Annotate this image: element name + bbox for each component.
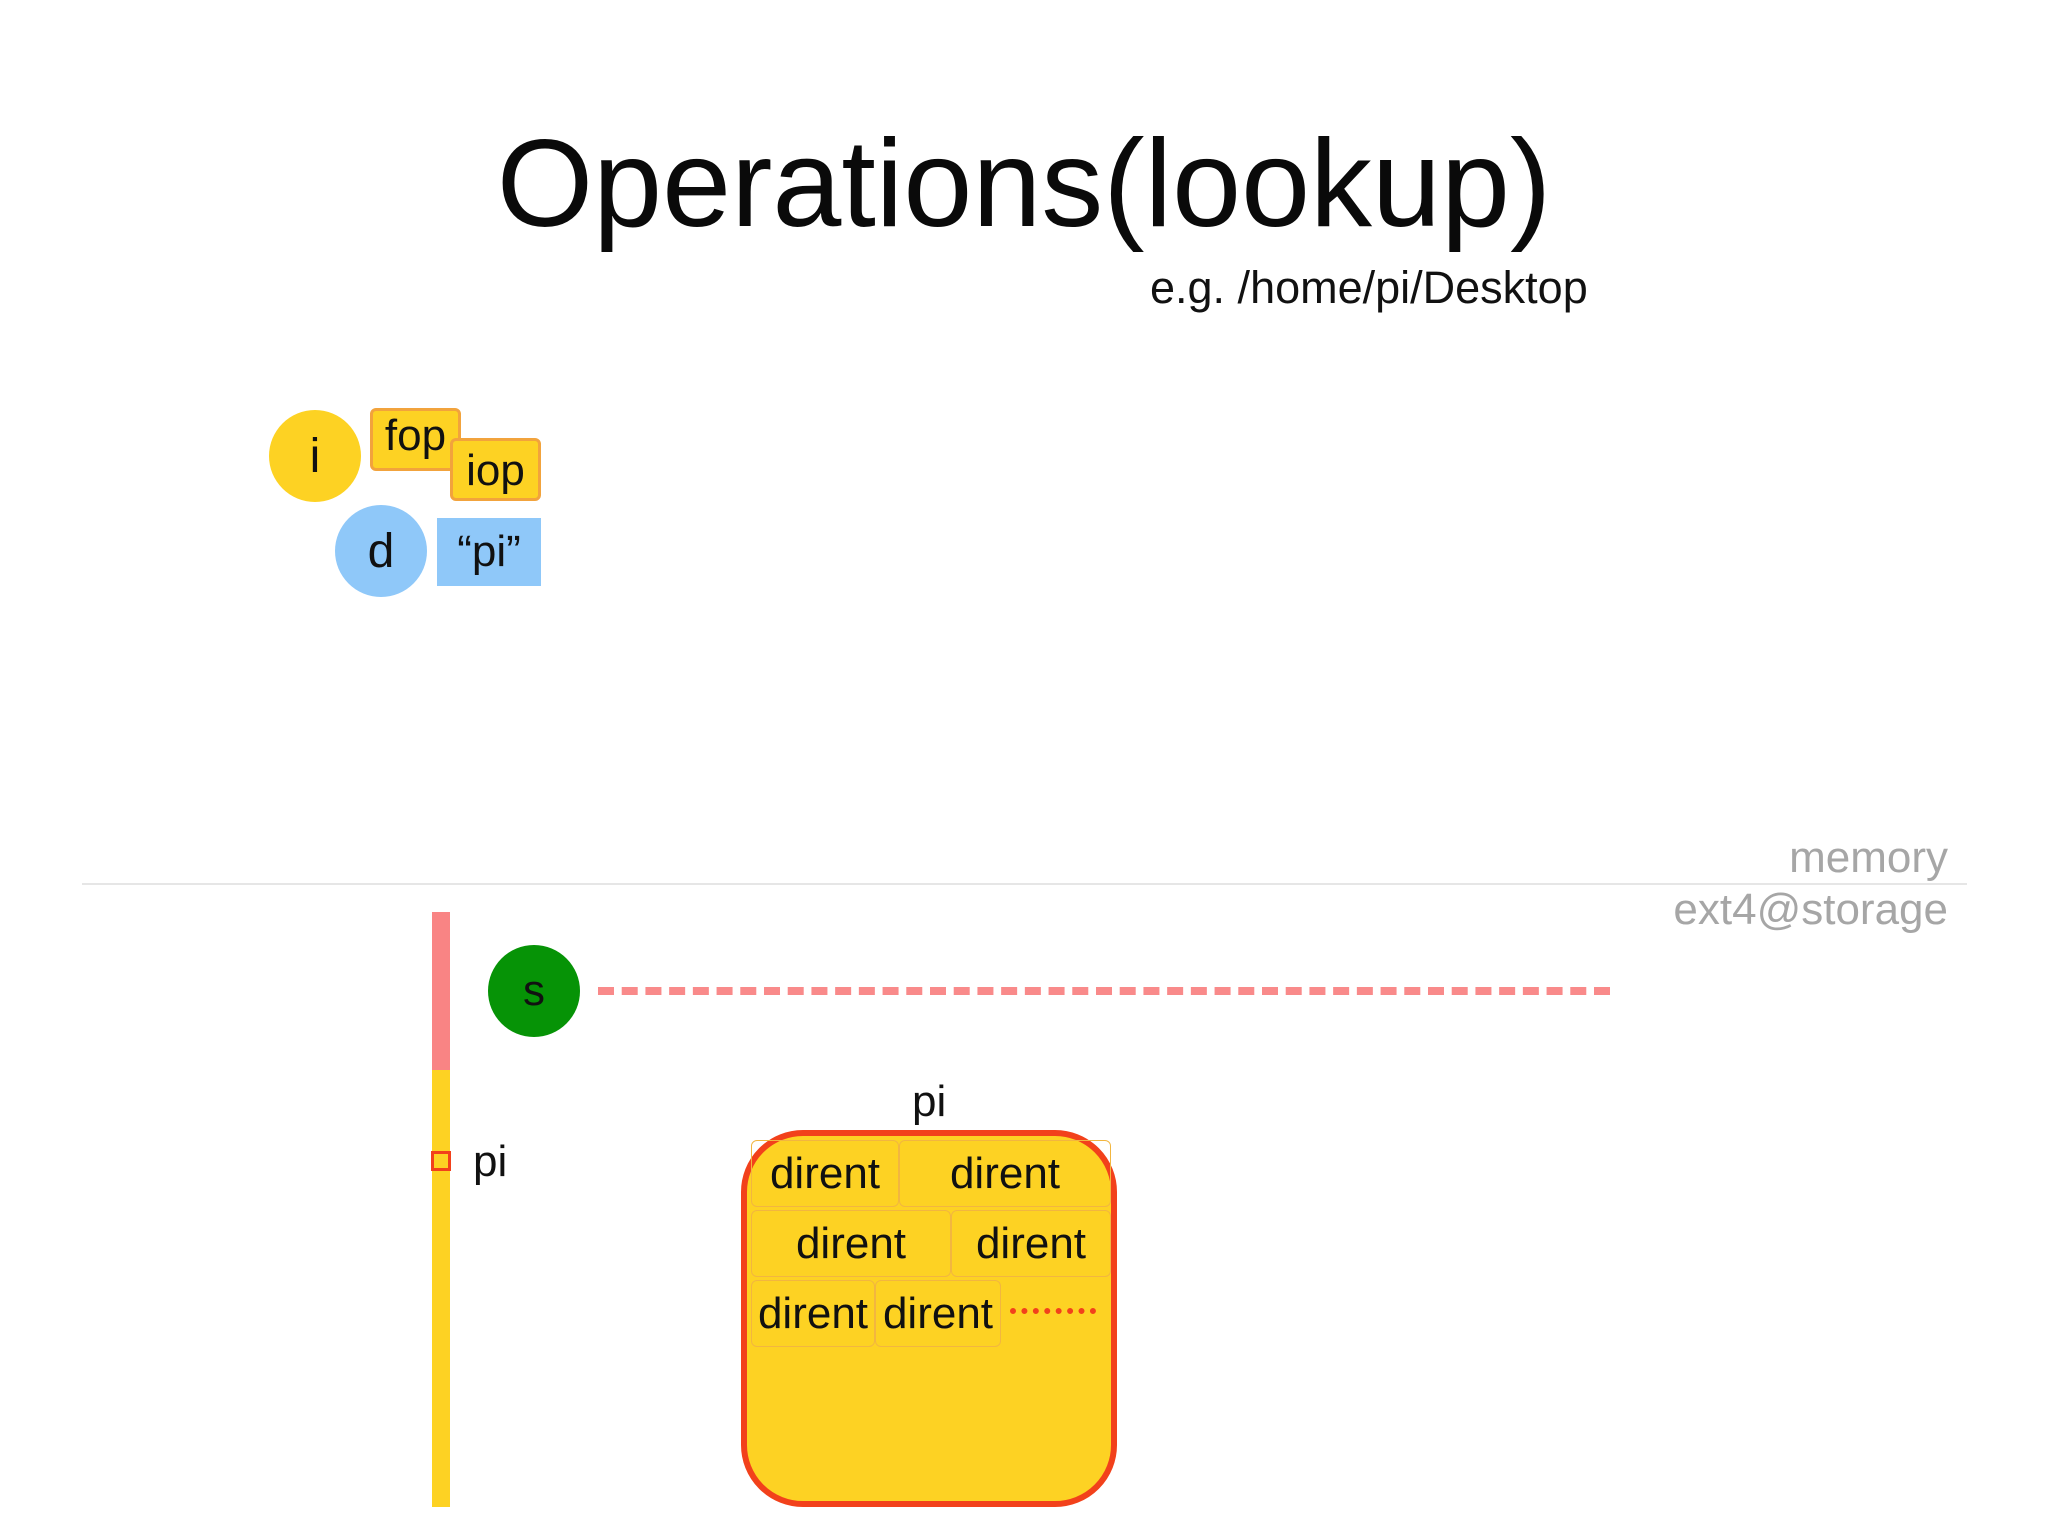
superblock-circle: s xyxy=(488,945,580,1037)
dirent-entry: dirent xyxy=(751,1210,951,1277)
slide-title: Operations(lookup) xyxy=(496,115,1552,253)
superblock-dashed-link xyxy=(598,987,1610,995)
inode-table-bar xyxy=(432,1070,450,1507)
inode-circle: i xyxy=(269,410,361,502)
dirent-entry: dirent xyxy=(951,1210,1111,1277)
dirent-entry: dirent xyxy=(899,1140,1111,1207)
pi-inode-marker xyxy=(431,1151,451,1171)
pi-inode-label: pi xyxy=(473,1137,508,1186)
memory-storage-divider xyxy=(82,883,1967,885)
example-path: e.g. /home/pi/Desktop xyxy=(1150,262,1588,313)
fop-tag: fop xyxy=(370,408,461,471)
memory-label: memory xyxy=(1789,833,1948,882)
iop-tag: iop xyxy=(450,438,541,501)
directory-data-block: dirent dirent dirent dirent dirent diren… xyxy=(741,1130,1117,1507)
dirent-entry: dirent xyxy=(875,1280,1001,1347)
dentry-circle: d xyxy=(335,505,427,597)
dirent-entry: dirent xyxy=(751,1140,899,1207)
dirent-entry: dirent xyxy=(751,1280,875,1347)
directory-block-label: pi xyxy=(912,1077,947,1126)
dentry-name-box: “pi” xyxy=(437,518,541,586)
superblock-area-bar xyxy=(432,912,450,1070)
storage-label: ext4@storage xyxy=(1673,885,1948,934)
more-dirents-dotted-line xyxy=(1010,1308,1096,1314)
